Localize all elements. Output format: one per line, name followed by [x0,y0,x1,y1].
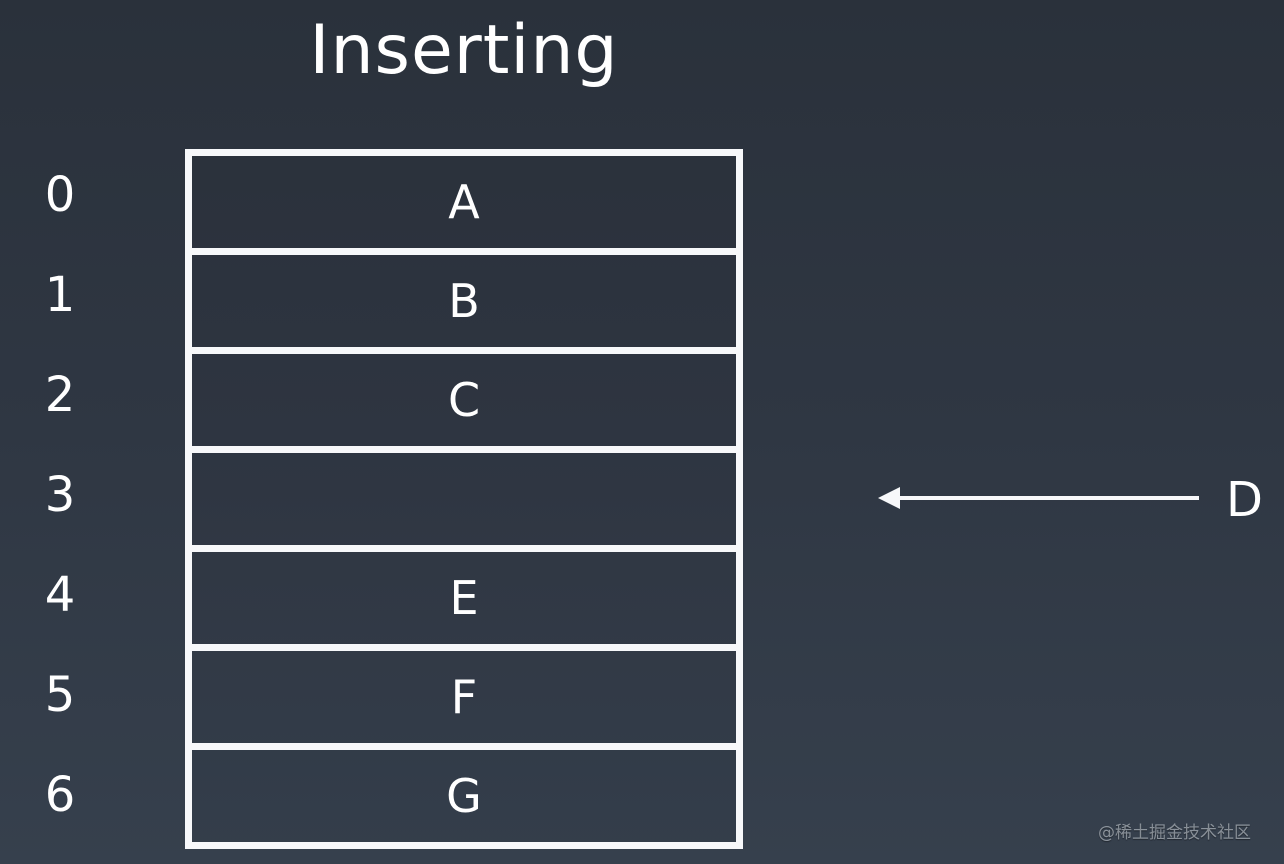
diagram-title: Inserting [309,11,619,90]
array-cell: E [192,552,736,651]
array-box: A B C E F G [185,149,743,849]
array-cell: B [192,255,736,354]
index-column: 0 1 2 3 4 5 6 [30,149,90,849]
index-label: 6 [44,767,76,823]
index-label: 2 [44,367,76,423]
array-cell: A [192,156,736,255]
index-label: 0 [44,167,76,223]
index-label: 3 [44,467,76,523]
index-label: 4 [44,567,76,623]
array-cell-empty [192,453,736,552]
index-label: 5 [44,667,76,723]
watermark: @稀土掘金技术社区 [1098,823,1251,843]
arrow-left-icon [878,487,1199,509]
index-label: 1 [44,267,76,323]
insert-value-label: D [1226,472,1263,528]
array-cell: F [192,651,736,750]
array-cell: G [446,769,482,823]
array-cell: C [192,354,736,453]
